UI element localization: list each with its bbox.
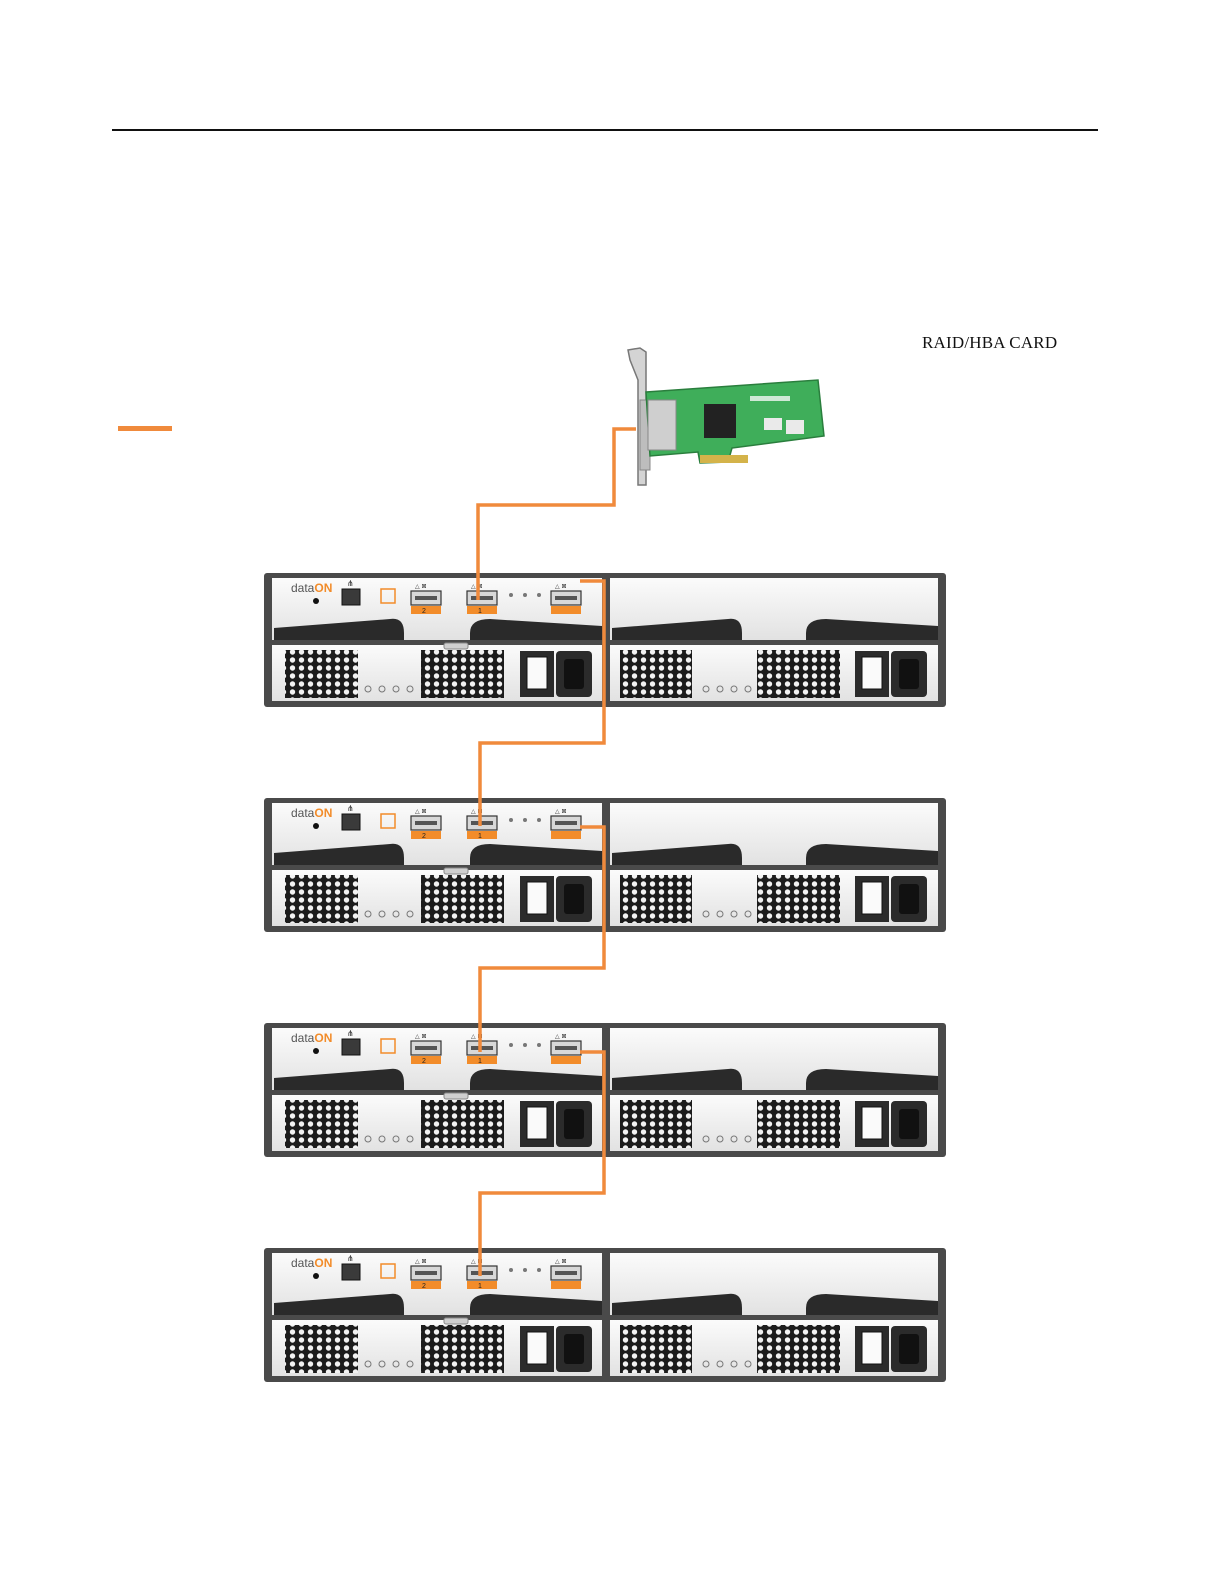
vent-grille	[421, 1100, 504, 1148]
port-tag	[551, 831, 581, 839]
port-tag	[467, 831, 497, 839]
port-tag	[467, 1056, 497, 1064]
rocker	[527, 882, 547, 914]
inlet-socket	[564, 884, 584, 914]
rocker	[527, 1107, 547, 1139]
vent-grille	[285, 1325, 358, 1373]
ethernet-port	[342, 1039, 360, 1055]
status-icons: △ ⊠	[415, 1258, 427, 1265]
status-icons: △ ⊠	[555, 583, 567, 590]
reset-button	[313, 823, 319, 829]
psu-latch	[444, 868, 468, 874]
status-led	[509, 818, 513, 822]
network-icon: ⋔	[347, 804, 354, 813]
sas-connector	[648, 400, 676, 450]
status-led	[537, 593, 541, 597]
storage-enclosure: dataON⋔2△ ⊠1△ ⊠△ ⊠	[264, 1248, 946, 1382]
psu-latch	[444, 1318, 468, 1324]
vent-grille	[285, 650, 358, 698]
port-tag	[551, 1281, 581, 1289]
vent-grille	[620, 650, 692, 698]
inlet-socket	[564, 1334, 584, 1364]
status-led	[523, 593, 527, 597]
ethernet-port	[342, 589, 360, 605]
ethernet-port	[342, 1264, 360, 1280]
rocker	[527, 1332, 547, 1364]
status-led	[509, 1268, 513, 1272]
network-icon: ⋔	[347, 1254, 354, 1263]
status-icons: △ ⊠	[555, 1258, 567, 1265]
vent-grille	[285, 875, 358, 923]
reset-button	[313, 1048, 319, 1054]
psu-latch	[444, 1093, 468, 1099]
status-led	[537, 1043, 541, 1047]
vent-grille	[757, 1100, 840, 1148]
inlet-socket	[899, 884, 919, 914]
ethernet-port	[342, 814, 360, 830]
port-label: 2	[422, 833, 426, 840]
vent-grille	[421, 650, 504, 698]
rocker	[862, 657, 882, 689]
brand-logo: dataON	[291, 1256, 332, 1270]
inlet-socket	[899, 1334, 919, 1364]
port-tag	[411, 606, 441, 614]
status-led	[509, 1043, 513, 1047]
port-tag	[551, 606, 581, 614]
port-tag	[467, 1281, 497, 1289]
reset-button	[313, 1273, 319, 1279]
port-tag	[411, 1056, 441, 1064]
rocker	[862, 882, 882, 914]
status-led	[537, 1268, 541, 1272]
port-tag	[467, 606, 497, 614]
vent-grille	[757, 650, 840, 698]
inlet-socket	[564, 659, 584, 689]
status-icons: △ ⊠	[555, 808, 567, 815]
network-icon: ⋔	[347, 579, 354, 588]
psu-latch	[444, 643, 468, 649]
port-label: 1	[478, 608, 482, 615]
port-tag	[551, 1056, 581, 1064]
port-label: 2	[422, 608, 426, 615]
port-label: 2	[422, 1058, 426, 1065]
network-icon: ⋔	[347, 1029, 354, 1038]
vent-grille	[421, 1325, 504, 1373]
vent-grille	[757, 1325, 840, 1373]
inlet-socket	[899, 659, 919, 689]
status-led	[523, 1268, 527, 1272]
inlet-socket	[899, 1109, 919, 1139]
vent-grille	[285, 1100, 358, 1148]
status-icons: △ ⊠	[415, 583, 427, 590]
port-label: 1	[478, 1283, 482, 1290]
vent-grille	[620, 1100, 692, 1148]
vent-grille	[421, 875, 504, 923]
status-led	[537, 818, 541, 822]
brand-logo: dataON	[291, 806, 332, 820]
inlet-socket	[564, 1109, 584, 1139]
vent-grille	[620, 1325, 692, 1373]
status-icons: △ ⊠	[555, 1033, 567, 1040]
brand-logo: dataON	[291, 1031, 332, 1045]
rocker	[862, 1332, 882, 1364]
port-label: 2	[422, 1283, 426, 1290]
status-led	[523, 818, 527, 822]
rocker	[862, 1107, 882, 1139]
port-tag	[411, 1281, 441, 1289]
port-tag	[411, 831, 441, 839]
controller-chip	[704, 404, 736, 438]
raid-hba-card	[628, 348, 824, 485]
pcie-contacts	[700, 455, 748, 463]
reset-button	[313, 598, 319, 604]
status-icons: △ ⊠	[415, 1033, 427, 1040]
port-label: 1	[478, 1058, 482, 1065]
vent-grille	[620, 875, 692, 923]
port-label: 1	[478, 833, 482, 840]
rocker	[527, 657, 547, 689]
status-led	[523, 1043, 527, 1047]
brand-logo: dataON	[291, 581, 332, 595]
vent-grille	[757, 875, 840, 923]
status-icons: △ ⊠	[415, 808, 427, 815]
status-led	[509, 593, 513, 597]
